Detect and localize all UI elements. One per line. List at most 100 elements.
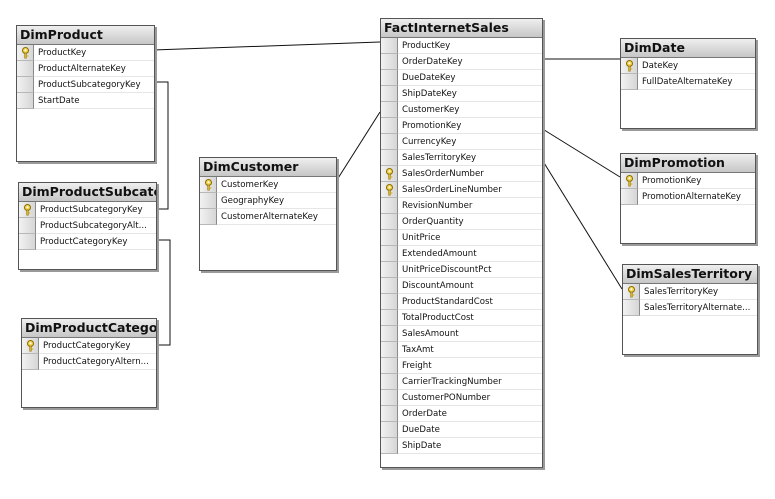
- row-selector[interactable]: [381, 86, 398, 102]
- column-row[interactable]: ProductAlternateKey: [17, 61, 154, 77]
- row-selector[interactable]: [381, 438, 398, 454]
- row-selector[interactable]: [621, 189, 638, 205]
- column-row[interactable]: ProductStandardCost: [381, 294, 542, 310]
- table-title[interactable]: DimProduct: [17, 26, 154, 45]
- table-subcat[interactable]: DimProductSubcategoryProductSubcategoryK…: [18, 182, 157, 270]
- table-category[interactable]: DimProductCategoryProductCategoryKeyProd…: [21, 318, 157, 408]
- table-title[interactable]: DimProductCategory: [22, 319, 156, 338]
- primary-key-icon[interactable]: [621, 58, 638, 74]
- relationship-territory-to-fact[interactable]: [540, 157, 623, 290]
- column-row[interactable]: OrderQuantity: [381, 214, 542, 230]
- column-row[interactable]: CarrierTrackingNumber: [381, 374, 542, 390]
- row-selector[interactable]: [381, 150, 398, 166]
- primary-key-icon[interactable]: [200, 177, 217, 193]
- row-selector[interactable]: [381, 326, 398, 342]
- column-row[interactable]: ExtendedAmount: [381, 246, 542, 262]
- column-row[interactable]: ShipDateKey: [381, 86, 542, 102]
- column-row[interactable]: ProductKey: [381, 38, 542, 54]
- column-row[interactable]: ProductCategoryKey: [19, 234, 156, 250]
- row-selector[interactable]: [17, 61, 34, 77]
- relationship-subcat-to-product[interactable]: [156, 81, 169, 210]
- column-row[interactable]: DiscountAmount: [381, 278, 542, 294]
- column-row[interactable]: CustomerPONumber: [381, 390, 542, 406]
- column-row[interactable]: TotalProductCost: [381, 310, 542, 326]
- column-row[interactable]: SalesTerritoryKey: [623, 284, 757, 300]
- column-row[interactable]: DateKey: [621, 58, 755, 74]
- row-selector[interactable]: [381, 214, 398, 230]
- primary-key-icon[interactable]: [623, 284, 640, 300]
- row-selector[interactable]: [381, 230, 398, 246]
- primary-key-icon[interactable]: [381, 182, 398, 198]
- row-selector[interactable]: [17, 77, 34, 93]
- row-selector[interactable]: [381, 390, 398, 406]
- table-title[interactable]: DimProductSubcategory: [19, 183, 156, 202]
- column-row[interactable]: ProductCategoryKey: [22, 338, 156, 354]
- column-row[interactable]: ProductCategoryAltern...: [22, 354, 156, 370]
- column-row[interactable]: SalesOrderLineNumber: [381, 182, 542, 198]
- table-title[interactable]: FactInternetSales: [381, 19, 542, 38]
- column-row[interactable]: PromotionKey: [381, 118, 542, 134]
- primary-key-icon[interactable]: [19, 202, 36, 218]
- row-selector[interactable]: [381, 118, 398, 134]
- row-selector[interactable]: [17, 93, 34, 109]
- column-row[interactable]: SalesTerritoryAlternate...: [623, 300, 757, 316]
- row-selector[interactable]: [381, 406, 398, 422]
- row-selector[interactable]: [381, 70, 398, 86]
- primary-key-icon[interactable]: [17, 45, 34, 61]
- column-row[interactable]: OrderDateKey: [381, 54, 542, 70]
- column-row[interactable]: ShipDate: [381, 438, 542, 454]
- column-row[interactable]: DueDateKey: [381, 70, 542, 86]
- column-row[interactable]: SalesOrderNumber: [381, 166, 542, 182]
- row-selector[interactable]: [381, 246, 398, 262]
- row-selector[interactable]: [621, 74, 638, 90]
- relationship-product-to-fact[interactable]: [152, 41, 381, 51]
- row-selector[interactable]: [381, 38, 398, 54]
- row-selector[interactable]: [381, 342, 398, 358]
- column-row[interactable]: RevisionNumber: [381, 198, 542, 214]
- column-row[interactable]: PromotionAlternateKey: [621, 189, 755, 205]
- column-row[interactable]: ProductKey: [17, 45, 154, 61]
- table-title[interactable]: DimSalesTerritory: [623, 265, 757, 284]
- row-selector[interactable]: [381, 422, 398, 438]
- table-title[interactable]: DimCustomer: [200, 158, 336, 177]
- row-selector[interactable]: [19, 234, 36, 250]
- table-title[interactable]: DimPromotion: [621, 154, 755, 173]
- row-selector[interactable]: [381, 374, 398, 390]
- column-row[interactable]: DueDate: [381, 422, 542, 438]
- column-row[interactable]: ProductSubcategoryKey: [19, 202, 156, 218]
- relationship-category-to-subcat[interactable]: [155, 239, 171, 346]
- column-row[interactable]: OrderDate: [381, 406, 542, 422]
- row-selector[interactable]: [381, 262, 398, 278]
- column-row[interactable]: UnitPrice: [381, 230, 542, 246]
- column-row[interactable]: ProductSubcategoryKey: [17, 77, 154, 93]
- column-row[interactable]: CustomerKey: [200, 177, 336, 193]
- row-selector[interactable]: [381, 294, 398, 310]
- row-selector[interactable]: [381, 358, 398, 374]
- column-row[interactable]: CustomerAlternateKey: [200, 209, 336, 225]
- column-row[interactable]: GeographyKey: [200, 193, 336, 209]
- column-row[interactable]: CurrencyKey: [381, 134, 542, 150]
- row-selector[interactable]: [200, 193, 217, 209]
- row-selector[interactable]: [381, 278, 398, 294]
- relationship-customer-to-fact[interactable]: [334, 111, 381, 184]
- column-row[interactable]: StartDate: [17, 93, 154, 109]
- column-row[interactable]: Freight: [381, 358, 542, 374]
- column-row[interactable]: UnitPriceDiscountPct: [381, 262, 542, 278]
- primary-key-icon[interactable]: [381, 166, 398, 182]
- row-selector[interactable]: [19, 218, 36, 234]
- primary-key-icon[interactable]: [621, 173, 638, 189]
- row-selector[interactable]: [381, 134, 398, 150]
- row-selector[interactable]: [200, 209, 217, 225]
- column-row[interactable]: TaxAmt: [381, 342, 542, 358]
- column-row[interactable]: SalesTerritoryKey: [381, 150, 542, 166]
- primary-key-icon[interactable]: [22, 338, 39, 354]
- row-selector[interactable]: [381, 102, 398, 118]
- column-row[interactable]: CustomerKey: [381, 102, 542, 118]
- row-selector[interactable]: [381, 310, 398, 326]
